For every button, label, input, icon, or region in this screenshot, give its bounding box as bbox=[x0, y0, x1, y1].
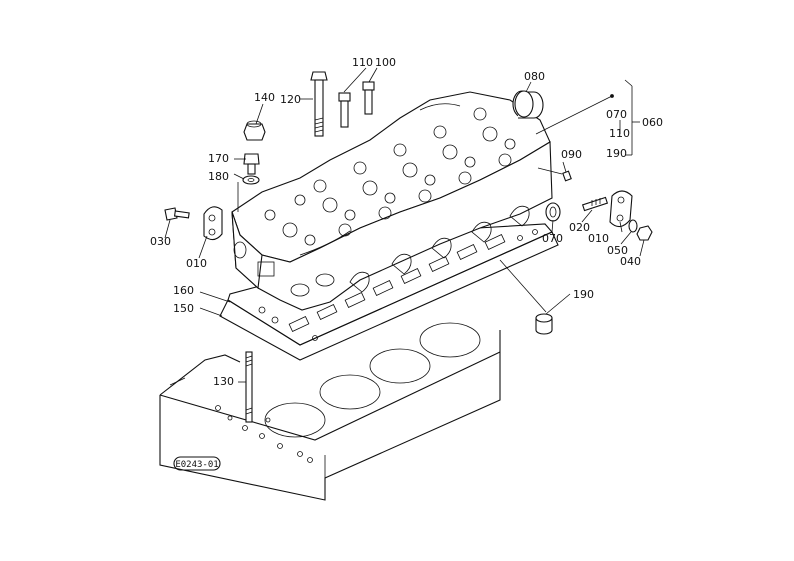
label-080: 080 bbox=[524, 70, 545, 83]
label-150: 150 bbox=[173, 302, 194, 315]
engine-block bbox=[159, 322, 501, 501]
label-180: 180 bbox=[208, 170, 229, 183]
hanger-bracket-right bbox=[609, 190, 633, 228]
label-070-top: 070 bbox=[606, 108, 627, 121]
bolt-170 bbox=[243, 153, 260, 175]
drawing-code-badge: E0243-01 bbox=[173, 456, 221, 471]
hanger-bracket-left bbox=[203, 206, 223, 241]
label-010-left: 010 bbox=[186, 257, 207, 270]
label-020: 020 bbox=[569, 221, 590, 234]
label-190-mid: 190 bbox=[573, 288, 594, 301]
label-120: 120 bbox=[280, 93, 301, 106]
label-070-mid: 070 bbox=[542, 232, 563, 245]
label-160: 160 bbox=[173, 284, 194, 297]
washer-180 bbox=[242, 175, 260, 185]
label-090: 090 bbox=[561, 148, 582, 161]
label-110: 110 bbox=[352, 56, 373, 69]
label-040: 040 bbox=[620, 255, 641, 268]
plug-090 bbox=[562, 170, 572, 182]
plug-080 bbox=[512, 90, 544, 119]
label-140: 140 bbox=[254, 91, 275, 104]
head-gasket bbox=[219, 223, 559, 361]
label-050: 050 bbox=[607, 244, 628, 257]
nut-140 bbox=[243, 120, 266, 141]
label-170: 170 bbox=[208, 152, 229, 165]
label-060: 060 bbox=[642, 116, 663, 129]
label-190-top: 190 bbox=[606, 147, 627, 160]
bolt-030 bbox=[164, 207, 190, 221]
cap-070 bbox=[545, 202, 561, 222]
label-130: 130 bbox=[213, 375, 234, 388]
stud-020 bbox=[581, 196, 609, 212]
label-110-right: 110 bbox=[609, 127, 630, 140]
head-bolt-120 bbox=[310, 71, 328, 137]
valve-guide-110 bbox=[338, 92, 351, 128]
valve-guide-100 bbox=[362, 81, 375, 115]
drawing-code: E0243-01 bbox=[175, 460, 218, 470]
label-010-right: 010 bbox=[588, 232, 609, 245]
label-100: 100 bbox=[375, 56, 396, 69]
washer-050 bbox=[628, 219, 638, 233]
seal-190 bbox=[535, 313, 553, 335]
label-030: 030 bbox=[150, 235, 171, 248]
part-labels: 140 120 110 100 080 070 110 190 060 170 … bbox=[150, 56, 663, 388]
cylinder-head bbox=[231, 91, 553, 311]
nut-040 bbox=[636, 225, 653, 241]
stud-130 bbox=[245, 351, 253, 423]
leader-lines bbox=[164, 67, 645, 383]
